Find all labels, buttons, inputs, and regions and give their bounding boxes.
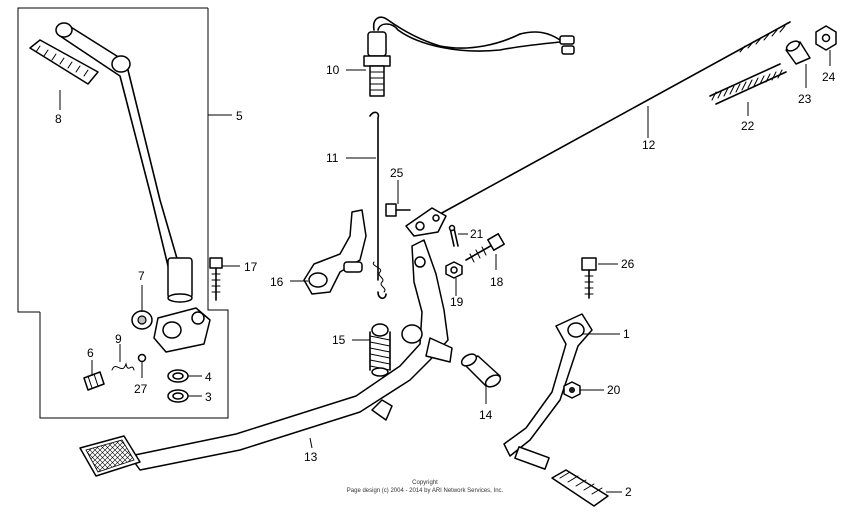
cotter-pin-21 xyxy=(448,224,459,247)
callout-3: 3 xyxy=(205,390,212,404)
nut-20 xyxy=(563,381,581,399)
stop-switch xyxy=(363,16,575,97)
callout-11: 11 xyxy=(326,151,339,165)
gearshift-pedal-1 xyxy=(503,313,593,470)
callout-23: 23 xyxy=(798,92,812,106)
callout-labels: 5 8 7 17 6 9 27 4 3 10 11 25 16 15 21 18… xyxy=(55,63,836,499)
bolt-18 xyxy=(465,233,505,263)
callout-1: 1 xyxy=(623,327,630,341)
callout-22: 22 xyxy=(741,119,755,133)
kick-spindle-parts xyxy=(83,307,211,403)
callout-16: 16 xyxy=(270,275,284,289)
callout-24: 24 xyxy=(822,70,836,84)
callout-12: 12 xyxy=(642,138,656,152)
brake-spring-15 xyxy=(369,323,391,377)
callout-19: 19 xyxy=(450,295,464,309)
bolt-17 xyxy=(209,257,223,301)
callout-9: 9 xyxy=(115,332,122,346)
bolt-25 xyxy=(385,203,411,217)
callout-13: 13 xyxy=(304,450,318,464)
callout-27: 27 xyxy=(134,382,148,396)
kickstarter-rubber xyxy=(29,39,99,85)
copyright-line-1: Copyright xyxy=(412,480,438,486)
callout-14: 14 xyxy=(479,408,493,422)
switch-spring-rod xyxy=(369,111,387,300)
brake-pedal-13 xyxy=(79,239,453,477)
callout-21: 21 xyxy=(470,227,484,241)
callout-20: 20 xyxy=(607,383,621,397)
callout-18: 18 xyxy=(490,275,504,289)
callout-26: 26 xyxy=(621,257,635,271)
callout-10: 10 xyxy=(326,63,340,77)
leader-lines xyxy=(59,50,831,493)
callout-17: 17 xyxy=(244,260,258,274)
callout-2: 2 xyxy=(625,485,632,499)
callout-7: 7 xyxy=(138,269,145,283)
nut-19 xyxy=(445,261,463,279)
kickstarter-arm xyxy=(55,22,193,303)
kickstarter-group-box xyxy=(17,7,229,419)
brake-rod-12 xyxy=(405,21,791,237)
callout-6: 6 xyxy=(87,346,94,360)
spring-22 xyxy=(709,63,787,105)
bolt-26 xyxy=(581,257,597,299)
callout-4: 4 xyxy=(205,370,212,384)
callout-25: 25 xyxy=(390,166,404,180)
shift-rubber-2 xyxy=(551,469,609,507)
nut-24 xyxy=(815,25,837,51)
pivot-collar-14 xyxy=(460,353,502,388)
joint-23 xyxy=(785,40,811,65)
switch-bracket-16 xyxy=(303,209,367,295)
callout-5: 5 xyxy=(236,109,243,123)
copyright-line-2: Page design (c) 2004 - 2014 by ARI Netwo… xyxy=(347,488,504,494)
callout-15: 15 xyxy=(332,333,346,347)
callout-8: 8 xyxy=(55,112,62,126)
